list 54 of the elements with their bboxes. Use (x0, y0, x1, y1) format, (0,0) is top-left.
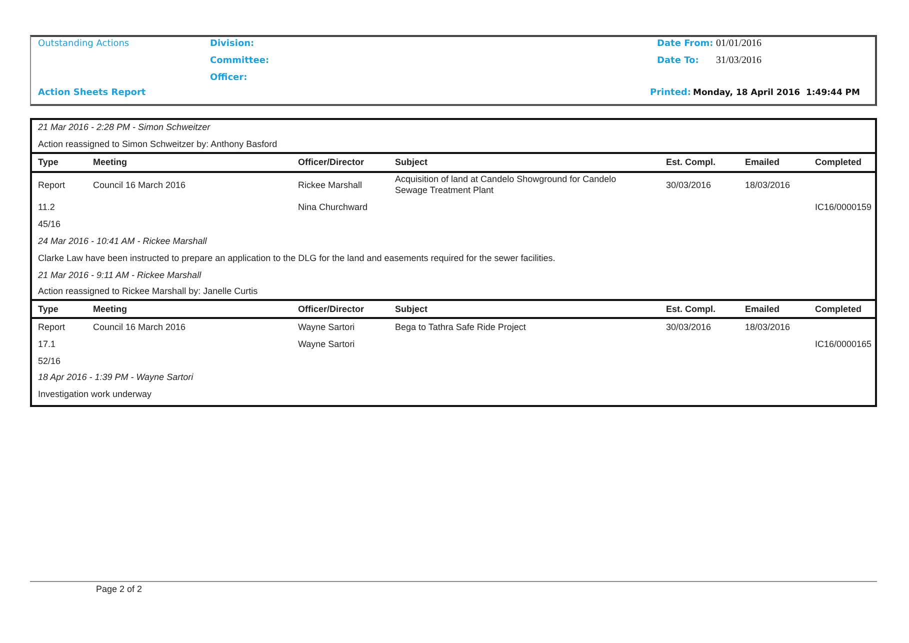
table-cell: Report (38, 322, 66, 333)
column-header: Subject (395, 304, 428, 315)
note-text: Clarke Law have been instructed to prepare an application to the DLG for the land and easements required for the sewer facilities. (38, 253, 556, 264)
table-cell: Bega to Tathra Safe Ride Project (395, 322, 526, 333)
column-header: Est. Compl. (666, 157, 716, 168)
table-cell: Nina Churchward (298, 202, 368, 213)
column-header: Type (38, 304, 58, 315)
table-cell: IC16/0000159 (815, 202, 872, 213)
field-label: Date To: (657, 56, 699, 67)
page-number: Page 2 of 2 (96, 584, 142, 595)
column-header: Subject (395, 157, 428, 168)
table-cell: 18/03/2016 (745, 322, 790, 333)
note-timestamp: 18 Apr 2016 - 1:39 PM - Wayne Sartori (38, 372, 194, 383)
column-header: Emailed (745, 304, 780, 315)
field-label: Printed: (650, 88, 691, 99)
table-cell: Council 16 March 2016 (93, 180, 186, 191)
table-cell: Wayne Sartori (298, 339, 355, 350)
note-text: Investigation work underway (38, 389, 152, 400)
column-header: Emailed (745, 157, 780, 168)
table-cell: Council 16 March 2016 (93, 322, 186, 333)
column-header: Meeting (93, 304, 128, 315)
report-title: Action Sheets Report (38, 88, 146, 99)
table-cell: 45/16 (38, 219, 61, 230)
table-cell: 18/03/2016 (745, 180, 790, 191)
print-timestamp: Monday, 18 April 2016 1:49:44 PM (693, 88, 860, 99)
table-cell-text: Acquisition of land at Candelo Showground for Candelo Sewage Treatment Plant (395, 174, 618, 196)
field-label: Officer: (210, 73, 248, 84)
table-cell: 30/03/2016 (666, 180, 712, 191)
table-cell: Wayne Sartori (298, 322, 355, 333)
column-header: Est. Compl. (666, 304, 716, 315)
column-header: Officer/Director (298, 157, 364, 168)
column-header: Completed (815, 157, 862, 168)
field-value: 01/01/2016 (716, 38, 762, 49)
table-cell: IC16/0000165 (815, 339, 872, 350)
column-header: Meeting (93, 157, 128, 168)
note-timestamp: 24 Mar 2016 - 10:41 AM - Rickee Marshall (38, 236, 207, 247)
note-timestamp: 21 Mar 2016 - 2:28 PM - Simon Schweitzer (38, 122, 210, 133)
note-text: Action reassigned to Rickee Marshall by: Janelle Curtis (38, 286, 258, 297)
column-header: Officer/Director (298, 304, 364, 315)
column-header: Completed (815, 304, 862, 315)
table-cell: 17.1 (38, 339, 56, 350)
note-timestamp: 21 Mar 2016 - 9:11 AM - Rickee Marshall (38, 270, 202, 281)
field-label: Committee: (210, 56, 270, 67)
table-cell: Rickee Marshall (298, 180, 362, 191)
report-category: Outstanding Actions (38, 39, 130, 50)
column-header: Type (38, 157, 58, 168)
table-cell: Report (38, 180, 66, 191)
note-text: Action reassigned to Simon Schweitzer by: Anthony Basford (38, 139, 278, 150)
field-label: Date From: (657, 39, 714, 50)
field-label: Division: (210, 39, 254, 50)
field-value: 31/03/2016 (716, 55, 762, 66)
table-cell: 11.2 (38, 202, 55, 213)
table-cell: 30/03/2016 (666, 322, 712, 333)
table-cell: 52/16 (38, 356, 61, 367)
